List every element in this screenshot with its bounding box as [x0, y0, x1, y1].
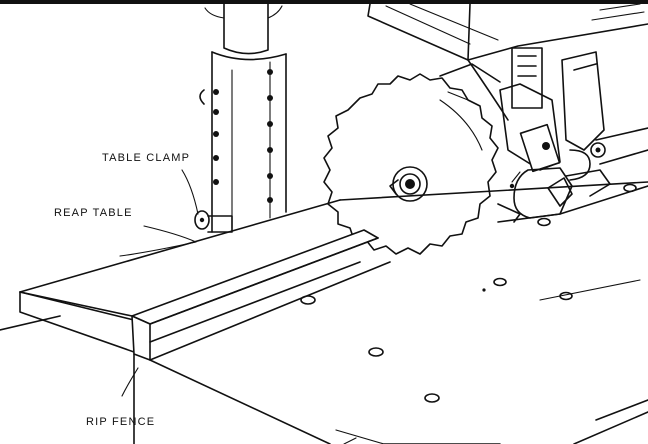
leader-lines [120, 170, 198, 396]
label-reap-table: REAP TABLE [54, 207, 133, 219]
label-table-clamp: TABLE CLAMP [102, 152, 190, 164]
table-clamp-knob [195, 211, 232, 232]
saw-column [200, 4, 286, 232]
saw-blade [324, 74, 498, 254]
label-rip-fence: RIP FENCE [86, 416, 155, 428]
work-table [0, 182, 648, 444]
top-border [0, 0, 648, 4]
